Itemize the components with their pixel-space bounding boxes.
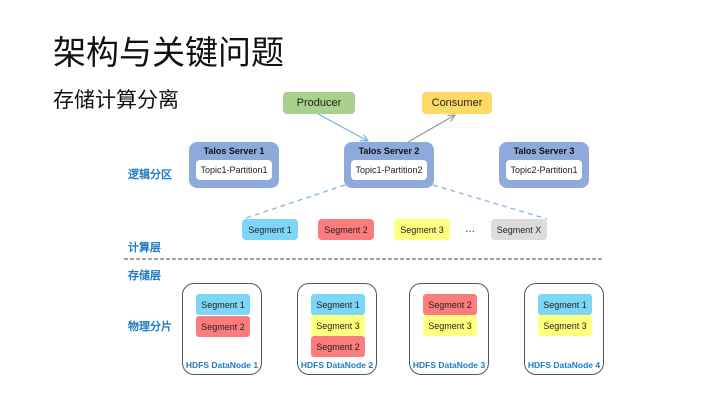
node-segment: Segment 1 xyxy=(538,294,592,315)
node-segment: Segment 3 xyxy=(311,315,365,336)
logical-partition-label: 逻辑分区 xyxy=(128,168,172,181)
talos-server-2: Talos Server 2 Topic1-Partition2 xyxy=(344,142,434,188)
producer-label: Producer xyxy=(296,97,342,109)
node-segment: Segment 1 xyxy=(196,294,250,315)
segment-x: Segment X xyxy=(491,219,547,240)
node-segment: Segment 1 xyxy=(311,294,365,315)
server2-to-consumer-arrow xyxy=(407,115,455,143)
talos-server-3: Talos Server 3 Topic2-Partition1 xyxy=(499,142,589,188)
segment-1: Segment 1 xyxy=(242,219,298,240)
node-segment: Segment 2 xyxy=(311,336,365,357)
consumer-label: Consumer xyxy=(431,97,483,109)
partition-box: Topic1-Partition2 xyxy=(351,160,427,180)
server-title: Talos Server 3 xyxy=(513,146,575,156)
server-title: Talos Server 1 xyxy=(203,146,265,156)
hdfs-datanode-2: Segment 1 Segment 3 Segment 2 HDFS DataN… xyxy=(297,283,377,375)
hdfs-datanode-1: Segment 1 Segment 2 HDFS DataNode 1 xyxy=(182,283,262,375)
producer-to-server2-arrow xyxy=(317,113,368,141)
server-title: Talos Server 2 xyxy=(358,146,420,156)
storage-layer-label: 存储层 xyxy=(128,269,161,282)
server2-left-dashed-line xyxy=(242,184,346,220)
page-title: 架构与关键问题 xyxy=(53,33,284,72)
compute-layer-label: 计算层 xyxy=(128,241,161,254)
physical-shard-label: 物理分片 xyxy=(128,320,172,333)
segment-2: Segment 2 xyxy=(318,219,374,240)
server2-right-dashed-line xyxy=(432,184,548,220)
datanode-label: HDFS DataNode 3 xyxy=(412,360,486,370)
datanode-label: HDFS DataNode 1 xyxy=(185,360,259,370)
talos-server-1: Talos Server 1 Topic1-Partition1 xyxy=(189,142,279,188)
node-segment: Segment 2 xyxy=(423,294,477,315)
node-segment: Segment 2 xyxy=(196,316,250,337)
node-segment: Segment 3 xyxy=(423,315,477,336)
partition-box: Topic1-Partition1 xyxy=(196,160,272,180)
segment-ellipsis: … xyxy=(465,224,475,235)
segment-3: Segment 3 xyxy=(394,219,450,240)
datanode-label: HDFS DataNode 4 xyxy=(527,360,601,370)
partition-box: Topic2-Partition1 xyxy=(506,160,582,180)
hdfs-datanode-4: Segment 1 Segment 3 HDFS DataNode 4 xyxy=(524,283,604,375)
page-subtitle: 存储计算分离 xyxy=(53,88,179,112)
producer-box: Producer xyxy=(283,92,355,114)
hdfs-datanode-3: Segment 2 Segment 3 HDFS DataNode 3 xyxy=(409,283,489,375)
node-segment: Segment 3 xyxy=(538,315,592,336)
consumer-box: Consumer xyxy=(422,92,492,114)
datanode-label: HDFS DataNode 2 xyxy=(300,360,374,370)
